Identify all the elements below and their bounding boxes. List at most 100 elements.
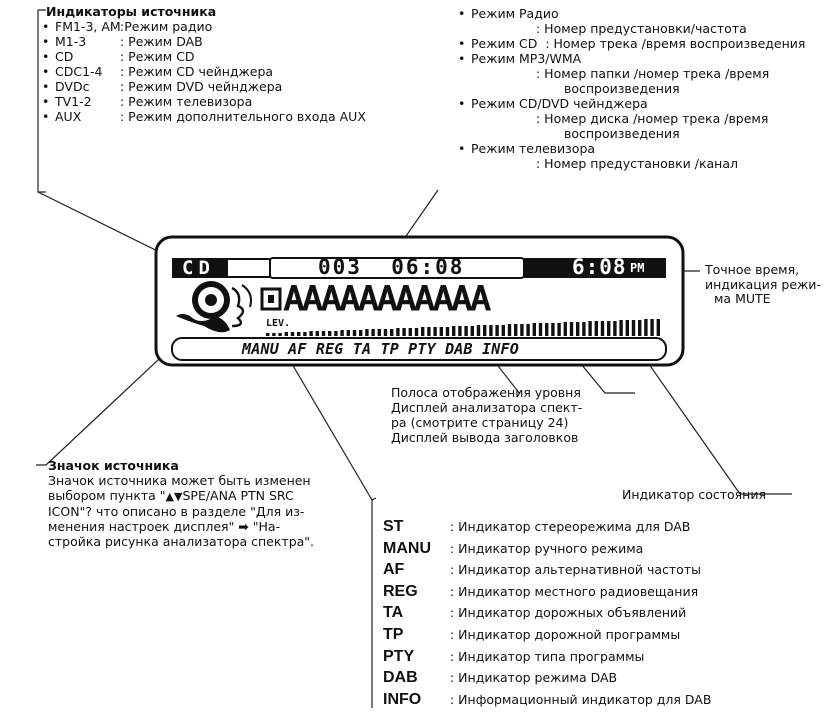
spectrum-bar xyxy=(321,331,326,336)
source-value: : Режим телевизора xyxy=(120,94,253,109)
mode-radio-desc: : Номер предустановки/частота xyxy=(536,21,747,36)
mode-mp3: Режим MP3/WMA xyxy=(471,51,582,66)
spectrum-bar xyxy=(600,321,605,336)
sources-title: Индикаторы источника xyxy=(46,4,217,19)
spectrum-bar xyxy=(625,320,629,336)
source-item: •FM1-3, AM:Режим радио xyxy=(42,19,216,34)
source-key: M1-3 xyxy=(55,34,87,49)
indicator-code: PTY xyxy=(383,647,415,665)
spectrum-bar xyxy=(408,328,412,336)
icon-callout-line2-post: SPE/ANA PTN SRC xyxy=(182,488,294,503)
up-down-arrow-icon: ▲▼ xyxy=(165,490,183,503)
spectrum-bar xyxy=(414,328,419,336)
mode-tv-desc: : Номер предустановки /канал xyxy=(536,156,738,171)
source-value: :Режим радио xyxy=(120,19,213,34)
sources-bracket xyxy=(37,9,46,193)
spectrum-bar xyxy=(563,322,567,336)
icon-callout-line4-pre: менения настроек дисплея" xyxy=(48,519,239,534)
source-item: •CDC1-4: Режим CD чейнджера xyxy=(42,64,273,79)
spectrum-bar xyxy=(545,323,549,336)
spectrum-bar xyxy=(526,324,530,336)
spectrum-bar xyxy=(309,331,313,336)
spectrum-bar xyxy=(402,328,406,336)
source-item: •TV1-2: Режим телевизора xyxy=(42,94,252,109)
spectrum-bar xyxy=(452,326,456,336)
level-callout-line2: Дисплей анализатора спект- xyxy=(391,400,583,415)
icon-callout-line2: выбором пункта "▲▼SPE/ANA PTN SRC xyxy=(48,488,314,504)
clock-callout: Точное время, индикация режи- ма MUTE xyxy=(705,262,821,307)
bullet-icon: • xyxy=(458,141,466,156)
indicator-desc: : Индикатор режима DAB xyxy=(450,670,618,686)
spectrum-bar xyxy=(340,330,344,336)
source-item: •DVDc: Режим DVD чейнджера xyxy=(42,79,282,94)
clock-callout-line1: Точное время, xyxy=(705,262,800,277)
spectrum-bar xyxy=(470,326,474,336)
indicator-desc: : Индикатор типа программы xyxy=(450,648,645,664)
source-key: CD xyxy=(55,49,74,64)
icon-callout: Значок источника Значок источника может … xyxy=(48,458,314,549)
mode-changer-desc1: : Номер диска /номер трека /время xyxy=(536,111,769,126)
display-ampm: PM xyxy=(630,261,645,275)
sources-block: Индикаторы источника •FM1-3, AM:Режим ра… xyxy=(42,4,366,124)
spectrum-bar xyxy=(594,321,598,336)
bullet-icon: • xyxy=(42,64,50,79)
source-value: : Режим CD xyxy=(120,49,195,64)
spectrum-bar xyxy=(334,331,338,336)
right-arrow-icon: ➡ xyxy=(238,519,249,534)
status-callout: Индикатор состояния xyxy=(622,487,766,502)
source-item: •M1-3: Режим DAB xyxy=(42,34,216,49)
indicator-row: TA: Индикатор дорожных объявлений xyxy=(383,603,823,625)
spectrum-bar xyxy=(476,325,481,336)
source-key: TV1-2 xyxy=(55,94,92,109)
bullet-icon: • xyxy=(458,51,466,66)
spectrum-bar xyxy=(489,325,493,336)
indicator-desc: : Индикатор дорожных объявлений xyxy=(450,605,687,621)
spectrum-bar xyxy=(613,321,617,336)
indicator-row: DAB: Индикатор режима DAB xyxy=(383,668,823,690)
mode-mp3-desc2: воспроизведения xyxy=(564,81,680,96)
spectrum-bar xyxy=(390,329,394,336)
indicator-code: REG xyxy=(383,582,418,600)
spectrum-bar xyxy=(507,324,512,336)
icon-callout-line2-pre: выбором пункта " xyxy=(48,488,166,503)
level-callout: Полоса отображения уровня Дисплей анализ… xyxy=(391,385,582,445)
spectrum-bar xyxy=(656,319,660,336)
indicator-row: ST: Индикатор стереорежима для DAB xyxy=(383,517,823,539)
spectrum-bar xyxy=(427,327,431,336)
icon-callout-line1: Значок источника может быть изменен xyxy=(48,473,311,488)
indicator-desc: : Индикатор дорожной программы xyxy=(450,627,681,642)
spectrum-bar xyxy=(445,327,450,336)
spectrum-bar xyxy=(433,327,437,336)
level-callout-line3: ра (смотрите страницу 24) xyxy=(391,415,569,430)
icon-callout-line3: ICON"? что описано в разделе "Для из- xyxy=(48,504,305,519)
spectrum-bar xyxy=(619,320,623,336)
source-value: : Режим дополнительного входа AUX xyxy=(120,109,366,124)
spectrum-bar xyxy=(328,331,332,336)
spectrum-bar xyxy=(272,333,276,336)
bullet-icon: • xyxy=(458,96,466,111)
source-icon-art xyxy=(172,280,258,336)
source-item: •CD: Режим CD xyxy=(42,49,216,64)
spectrum-bar xyxy=(514,324,518,336)
source-key: FM1-3, AM xyxy=(55,19,121,34)
spectrum-bar xyxy=(532,323,536,336)
spectrum-bar xyxy=(631,320,636,336)
spectrum-bar xyxy=(520,324,524,336)
bullet-icon: • xyxy=(42,109,50,124)
spectrum-bar xyxy=(266,333,270,336)
spectrum-bar xyxy=(352,330,357,336)
level-callout-line4: Дисплей вывода заголовков xyxy=(391,430,579,445)
mode-changer: Режим CD/DVD чейнджера xyxy=(471,96,648,111)
spectrum-bar xyxy=(396,328,400,336)
source-value: : Режим DVD чейнджера xyxy=(120,79,283,94)
indicator-row: TP: Индикатор дорожной программы xyxy=(383,625,823,647)
display-indicators: MANU AF REG TA TP PTY DAB INFO xyxy=(242,340,519,358)
indicator-code: MANU xyxy=(383,539,431,557)
modes-block: • Режим Радио : Номер предустановки/часто… xyxy=(458,6,805,171)
spectrum-bar xyxy=(483,325,487,336)
mode-radio: Режим Радио xyxy=(471,6,559,21)
icon-callout-line4: менения настроек дисплея" ➡ "На- xyxy=(48,519,314,534)
bullet-icon: • xyxy=(42,79,50,94)
indicators-frame xyxy=(171,337,667,361)
